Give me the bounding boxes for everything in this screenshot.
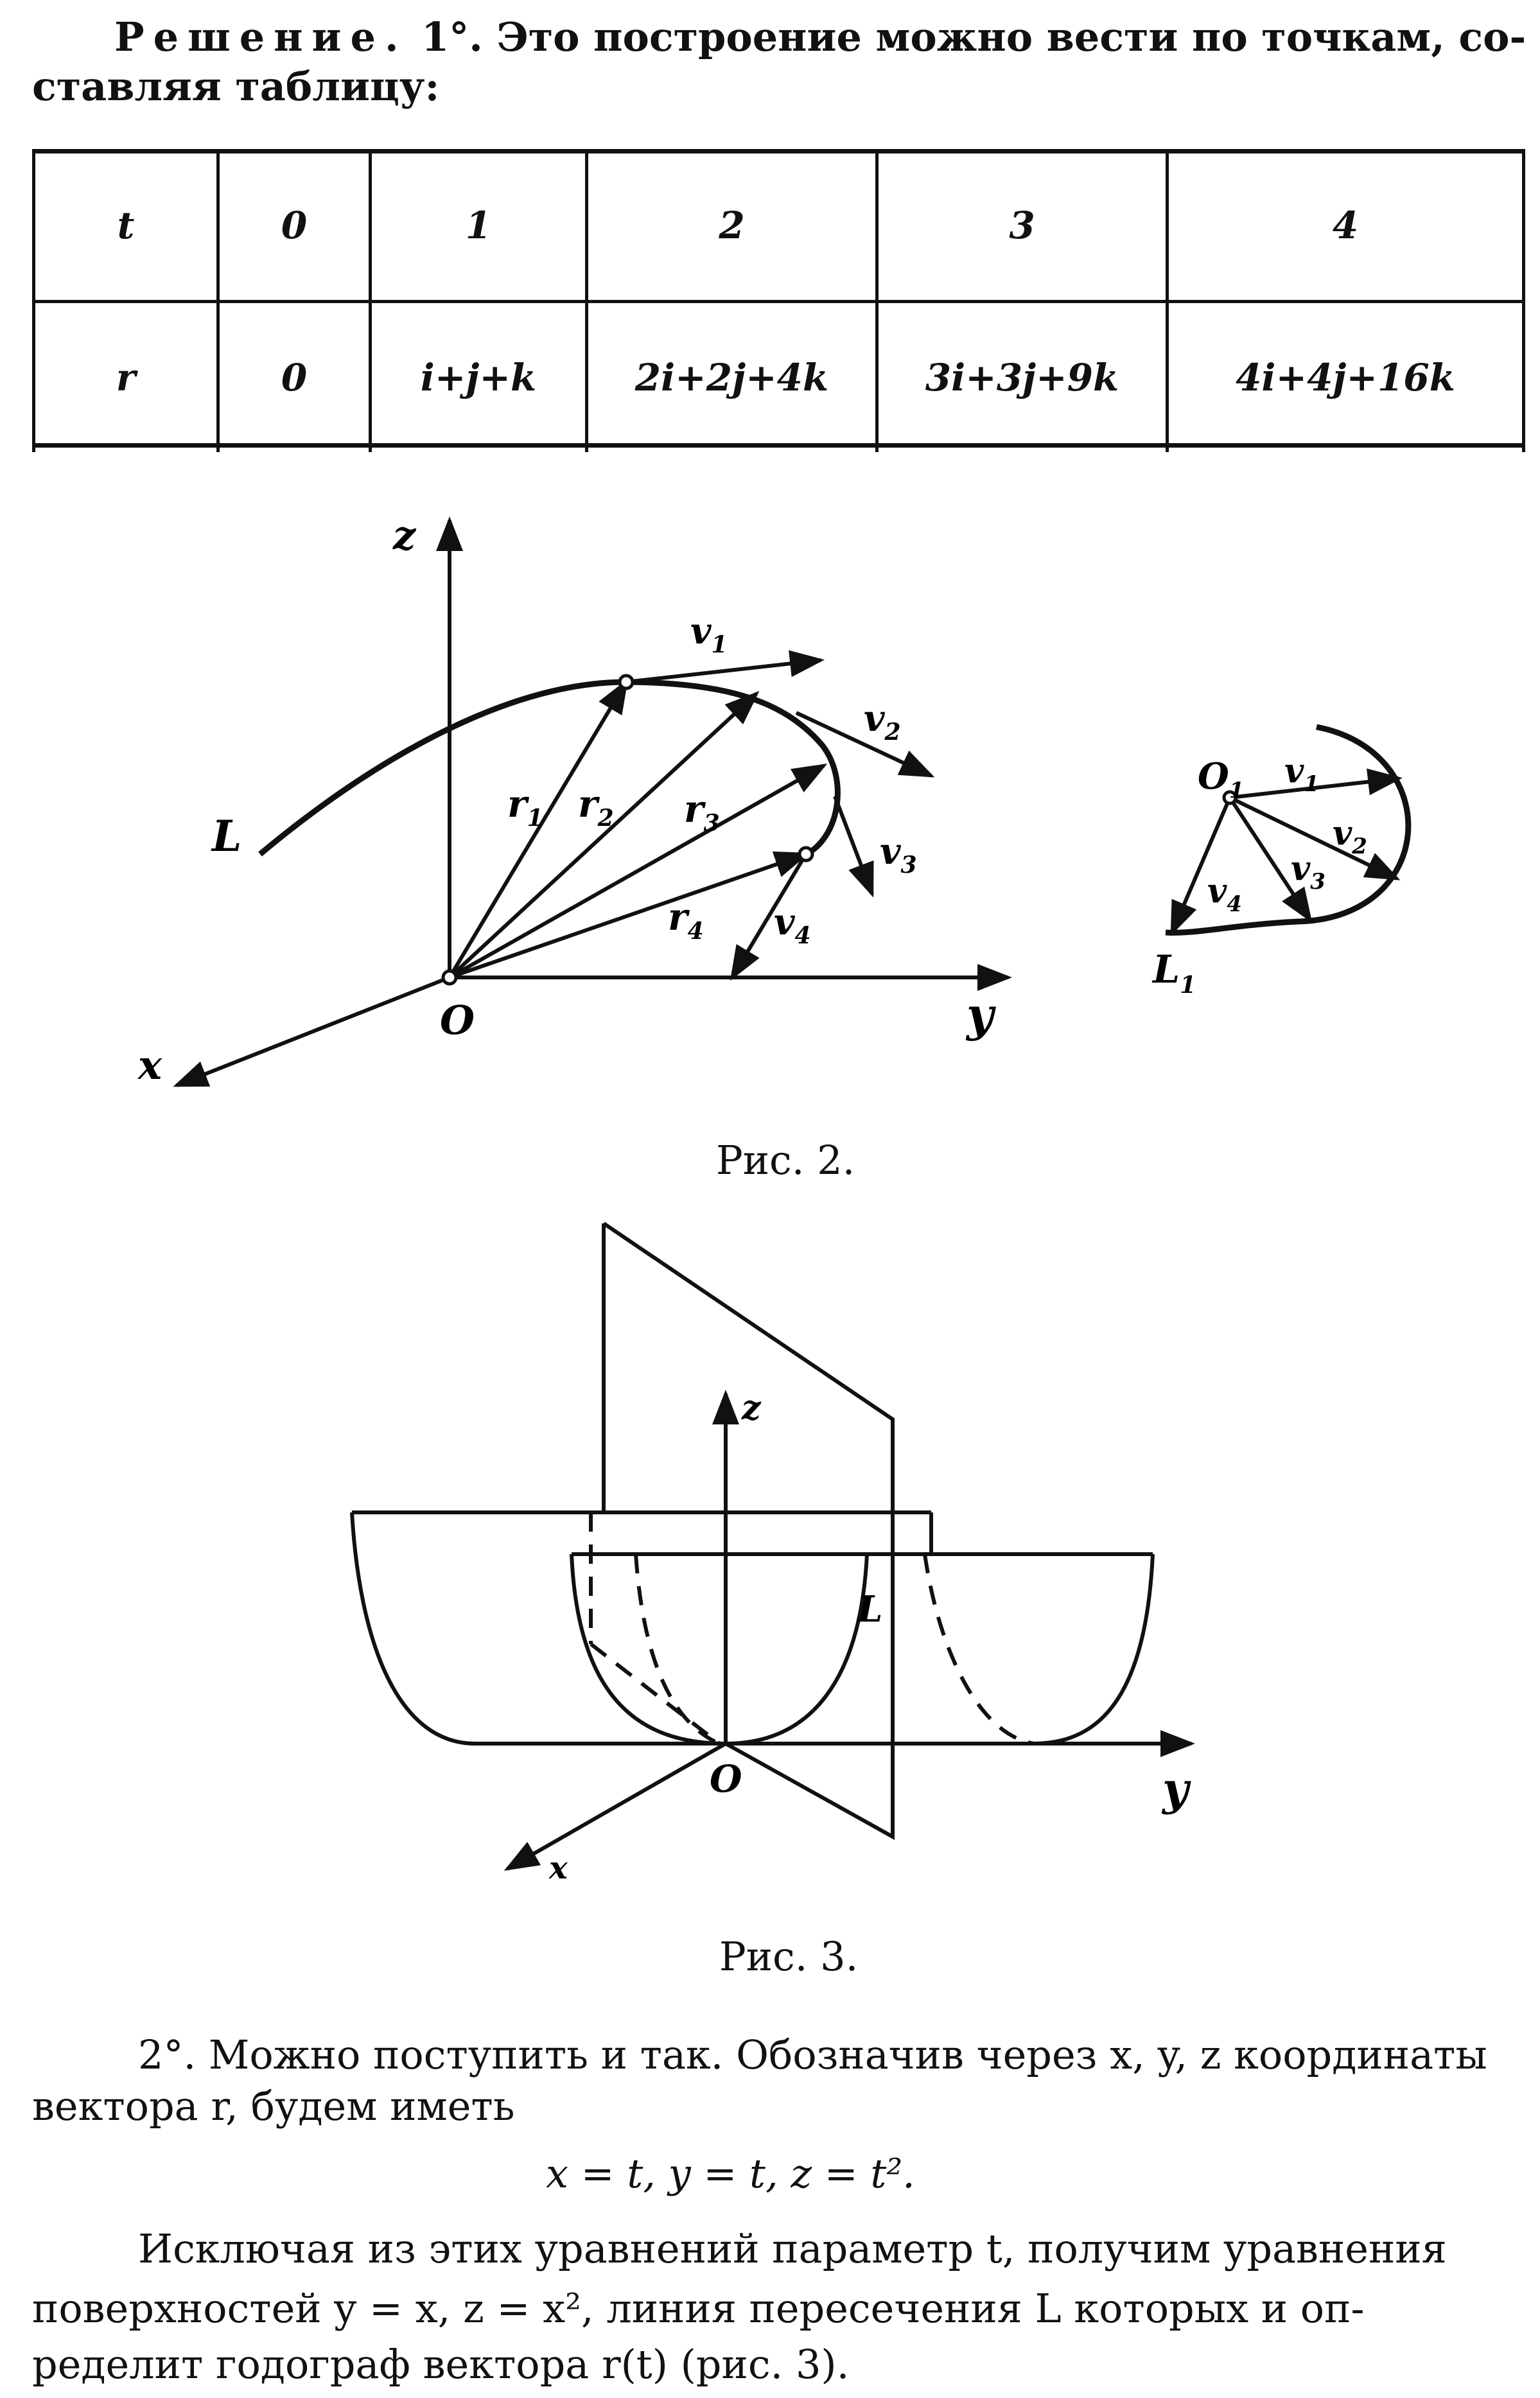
table-cell: 4 — [1166, 151, 1525, 303]
table-cell: 0 — [216, 151, 372, 303]
para3-line-2: поверхностей y = x, z = x², линия пересе… — [32, 2285, 1365, 2332]
origin-label-fig3: O — [710, 1757, 742, 1801]
velocity-vector-v3 — [833, 795, 874, 898]
origin-point — [441, 969, 458, 986]
table-cell: 1 — [369, 151, 588, 303]
curve-point — [798, 846, 814, 862]
table-row: t 0 1 2 3 4 — [32, 151, 1525, 303]
label-L1: L1 — [1151, 947, 1196, 999]
curve-label-L-fig3: L — [856, 1588, 882, 1631]
x-axis — [173, 976, 451, 1087]
label-r4: r4 — [668, 895, 704, 945]
table-cell: i+j+k — [369, 301, 588, 452]
para3-line-3: ределит годограф вектора r(t) (рис. 3). — [32, 2341, 850, 2388]
axis-label-x: x — [137, 1042, 162, 1089]
radius-vector-r1 — [448, 678, 629, 979]
label-O1: O1 — [1198, 755, 1244, 803]
axis-label-z: z — [392, 512, 417, 559]
table-cell: r — [32, 301, 220, 452]
table-cell: 3i+3j+9k — [875, 301, 1169, 452]
axis-label-x-fig3: x — [548, 1850, 568, 1886]
radius-vector-r2 — [448, 690, 760, 979]
parabola-left-back — [350, 1512, 476, 1746]
axis-label-z-fig3: z — [741, 1388, 762, 1428]
parabola-mid — [570, 1553, 869, 1746]
intro-line-1: Решение. 1°. Это построение можно вести … — [114, 12, 1526, 64]
table-cell: 3 — [875, 151, 1169, 303]
figure-3-caption: Рис. 3. — [719, 1933, 859, 1980]
label-v2-small: v2 — [1333, 814, 1367, 859]
table-cell: 2 — [585, 151, 879, 303]
table-cell: 4i+4j+16k — [1166, 301, 1525, 452]
label-r1: r1 — [507, 782, 543, 832]
para2-formula: x = t, y = t, z = t². — [546, 2150, 915, 2197]
velocity-hodograph-L1 — [1165, 724, 1412, 936]
label-v3: v3 — [880, 830, 917, 879]
intro-line-2: ставляя таблицу: — [32, 63, 440, 110]
figure-2: z x y O L r1 r2 r3 r4 v1 v2 v3 v4 O1 v1 … — [137, 512, 1412, 1089]
label-v2: v2 — [864, 697, 901, 746]
curve-point — [618, 674, 634, 690]
velocity-vector-v1 — [626, 650, 825, 684]
velocity-v4-small — [1170, 796, 1232, 936]
label-v3-small: v3 — [1291, 849, 1326, 895]
axis-label-y-fig3: y — [1161, 1762, 1191, 1816]
label-r2: r2 — [578, 782, 614, 832]
label-v1: v1 — [690, 610, 728, 658]
label-v1-small: v1 — [1284, 751, 1319, 797]
radius-vector-r3 — [448, 764, 828, 979]
values-table: t 0 1 2 3 4 r 0 i+j+k 2i+2j+4k 3i+3j+9k … — [32, 151, 1525, 452]
velocity-vector-v2 — [795, 711, 935, 778]
velocity-v2-small — [1229, 796, 1401, 880]
label-r3: r3 — [684, 787, 720, 837]
plane-bottom-dashed — [590, 1642, 721, 1746]
plane-y-eq-x — [602, 1221, 895, 1841]
table-cell: 0 — [216, 301, 372, 452]
origin-O1-point — [1222, 790, 1238, 805]
hodograph-curve-L — [258, 679, 841, 857]
curve-label-L: L — [211, 811, 241, 861]
label-v4-small: v4 — [1207, 871, 1242, 917]
radius-vector-r4 — [449, 851, 810, 979]
parabola-right-dashed — [923, 1553, 1035, 1746]
curve-L-dashed — [634, 1553, 721, 1746]
intro-rest: 1°. Это построение можно вести по точкам… — [407, 13, 1527, 60]
para2-line-2: вектора r, будем иметь — [32, 2083, 515, 2130]
label-v4: v4 — [774, 901, 811, 949]
table-cell: t — [32, 151, 220, 303]
figure-2-caption: Рис. 2. — [716, 1137, 855, 1184]
velocity-vector-v4 — [730, 853, 808, 981]
velocity-v1-small — [1229, 768, 1403, 800]
table-row: r 0 i+j+k 2i+2j+4k 3i+3j+9k 4i+4j+16k — [32, 301, 1525, 452]
axis-label-y: y — [965, 987, 996, 1042]
para2-line-1: 2°. Можно поступить и так. Обозначив чер… — [138, 2031, 1487, 2078]
origin-label: O — [440, 997, 475, 1044]
velocity-v3-small — [1228, 796, 1313, 923]
para3-line-1: Исключая из этих уравнений параметр t, п… — [138, 2225, 1447, 2272]
intro-label: Решение. — [114, 13, 408, 60]
table-cell: 2i+2j+4k — [585, 301, 879, 452]
x-axis-fig3 — [503, 1742, 727, 1871]
parabola-right — [1033, 1553, 1155, 1746]
table-bottom-rule — [32, 443, 1525, 448]
